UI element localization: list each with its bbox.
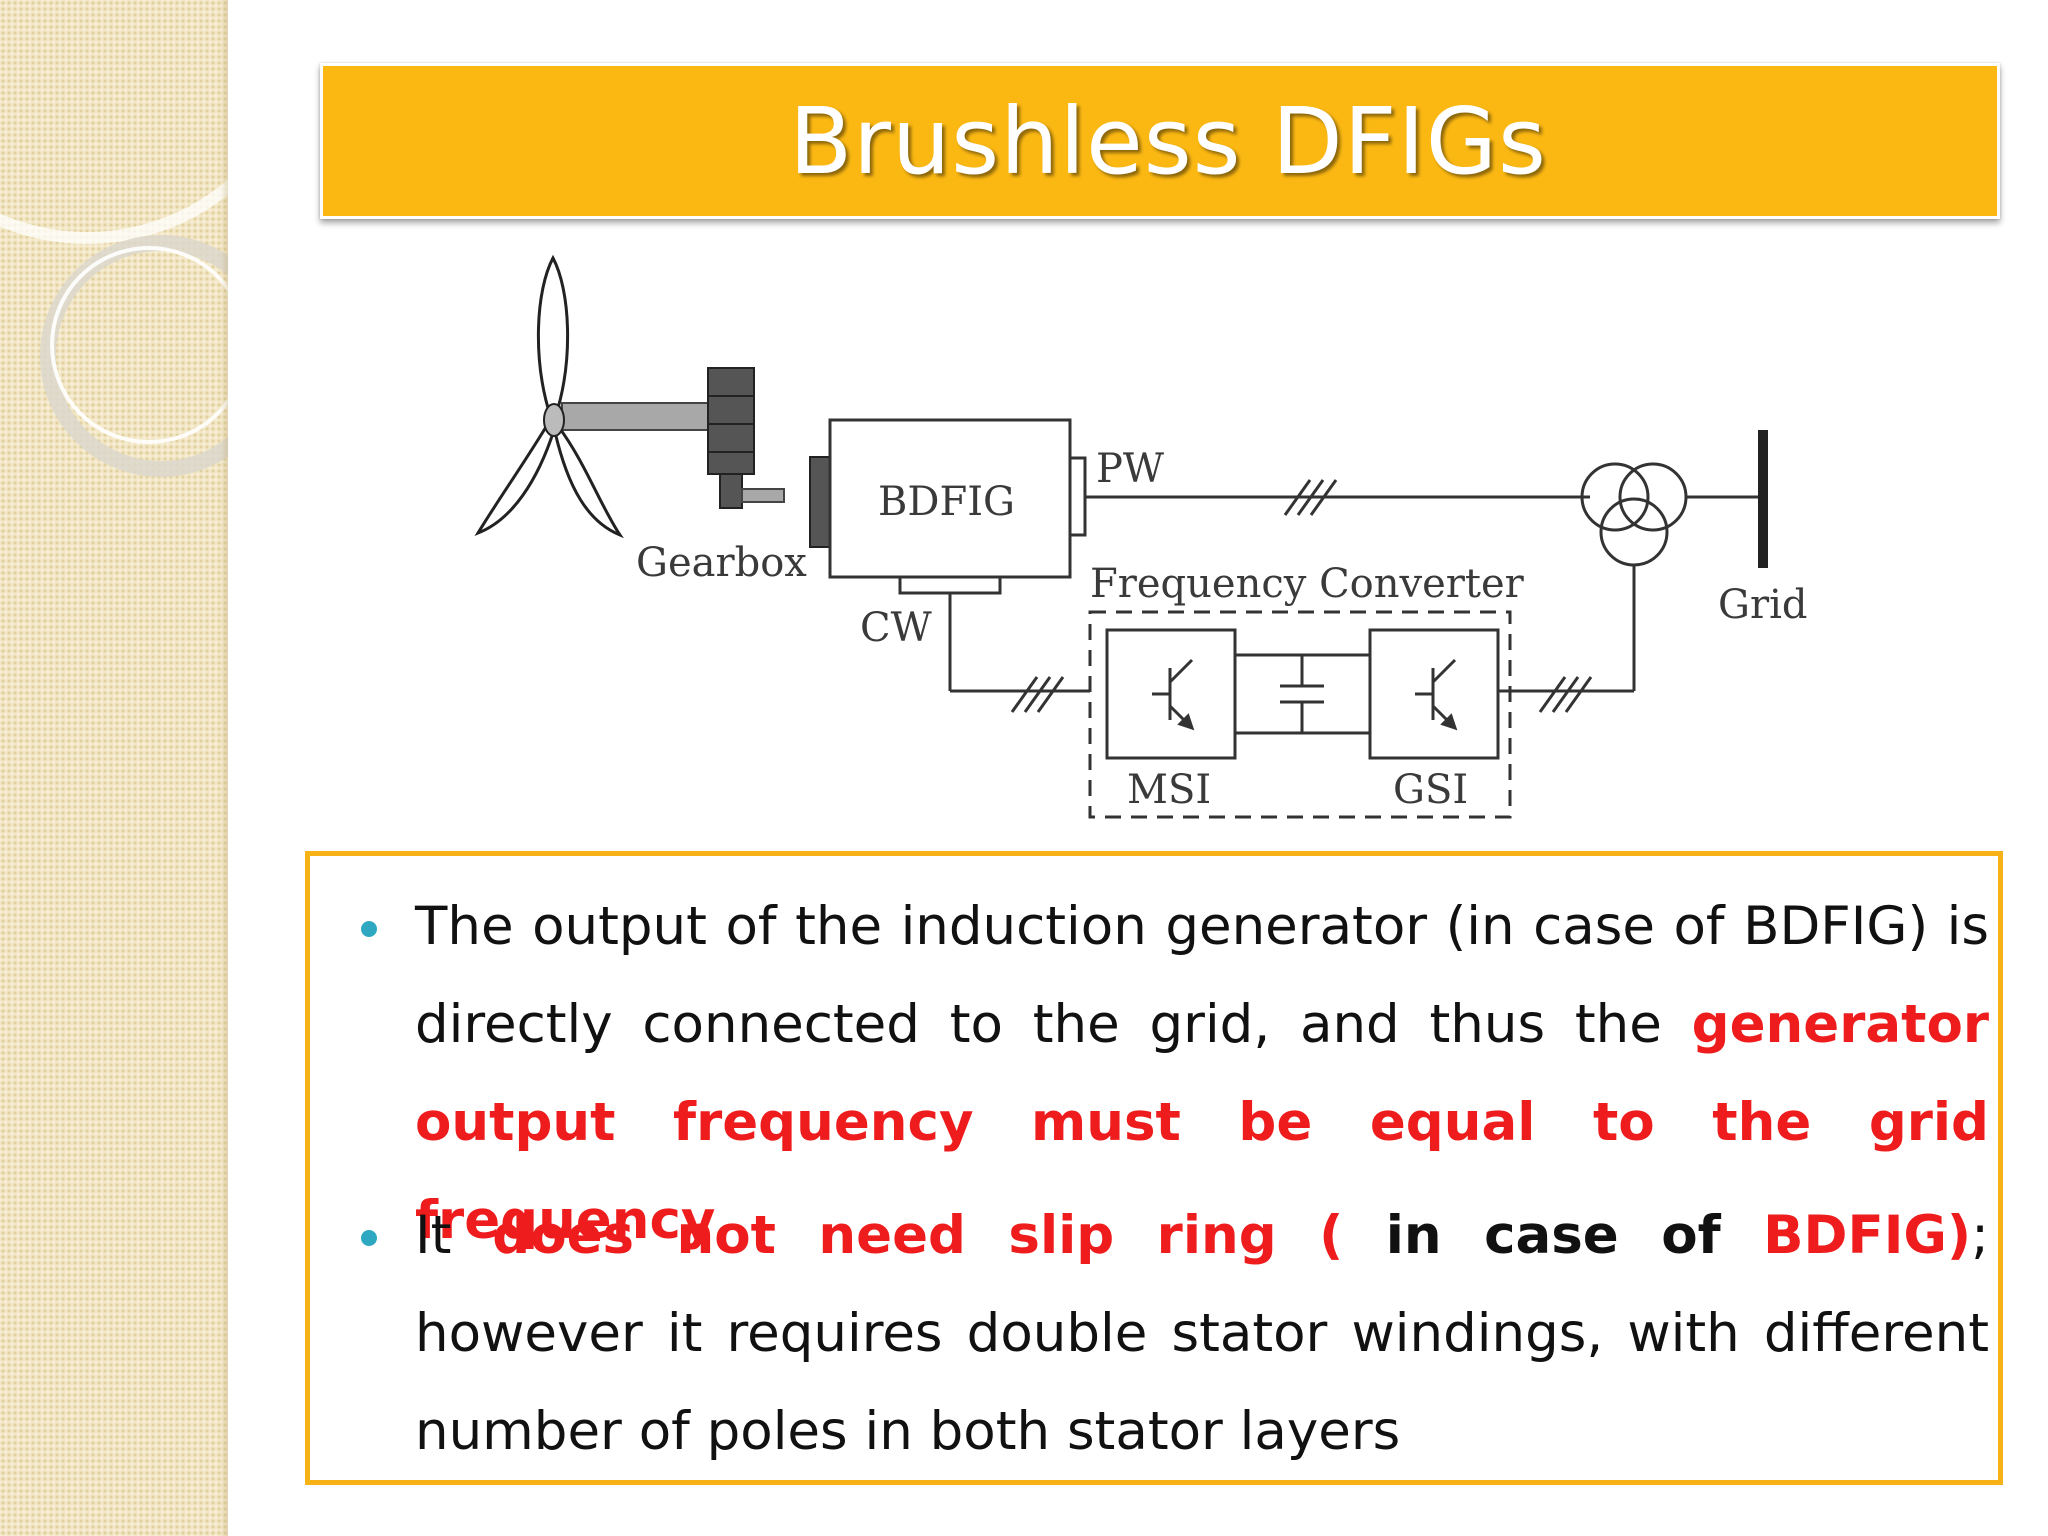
grid-side-line bbox=[1475, 565, 1636, 713]
bdfig-diagram: Gearbox BDFIG PW CW Grid bbox=[470, 250, 1820, 830]
bullet-bold-text: in case of bbox=[1385, 1205, 1764, 1266]
bullet-item: The output of the induction generator (i… bbox=[361, 878, 1989, 1270]
gearbox-label: Gearbox bbox=[636, 540, 807, 586]
frequency-converter-label: Frequency Converter bbox=[1090, 561, 1525, 607]
gsi-inverter-icon bbox=[1368, 628, 1500, 760]
content-box: The output of the induction generator (i… bbox=[305, 851, 2003, 1485]
decorative-ring bbox=[0, 0, 228, 244]
pw-label: PW bbox=[1096, 446, 1164, 492]
bullet-item: It does not need slip ring ( in case of … bbox=[361, 1187, 1989, 1481]
transformer-icon bbox=[1580, 462, 1760, 567]
dc-link-capacitor-icon bbox=[1235, 653, 1370, 735]
bullet-emphasis: generator output frequency must be equal… bbox=[415, 994, 1989, 1251]
bullet-dot-icon bbox=[361, 921, 377, 937]
pw-line bbox=[1085, 479, 1590, 516]
wind-turbine-rotor-icon bbox=[474, 254, 739, 539]
msi-label: MSI bbox=[1127, 767, 1211, 813]
bullet-text: It bbox=[415, 1205, 493, 1266]
decorative-side-strip bbox=[0, 0, 228, 1536]
bullet-text: The output of the induction generator (i… bbox=[415, 896, 1989, 1055]
cw-label: CW bbox=[860, 605, 932, 651]
bullet-dot-icon bbox=[361, 1230, 377, 1246]
bullet-text: ; however it requires double stator wind… bbox=[415, 1205, 1989, 1462]
decorative-ring bbox=[50, 246, 228, 444]
bdfig-schematic: Gearbox BDFIG PW CW Grid bbox=[474, 254, 1807, 819]
title-bar: Brushless DFIGs bbox=[320, 63, 2000, 219]
grid-label: Grid bbox=[1718, 582, 1807, 628]
bdfig-machine bbox=[809, 418, 1087, 595]
gsi-label: GSI bbox=[1393, 767, 1468, 813]
bullet-emphasis: does not need slip ring ( bbox=[492, 1205, 1386, 1266]
slide-title: Brushless DFIGs bbox=[789, 87, 1547, 195]
bdfig-label: BDFIG bbox=[878, 479, 1015, 525]
strip-shadow bbox=[220, 0, 228, 1536]
msi-inverter-icon bbox=[1105, 628, 1237, 760]
grid-bus-icon bbox=[1758, 430, 1768, 568]
bullet-emphasis: BDFIG) bbox=[1763, 1205, 1972, 1266]
cw-line bbox=[948, 593, 1090, 713]
gearbox-icon bbox=[707, 367, 785, 509]
frequency-converter-boundary bbox=[1088, 610, 1512, 819]
